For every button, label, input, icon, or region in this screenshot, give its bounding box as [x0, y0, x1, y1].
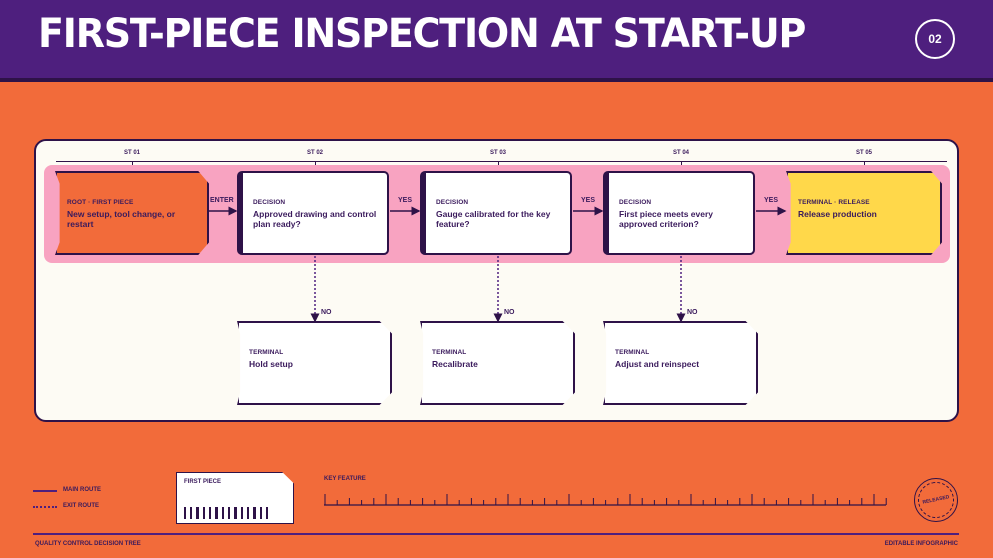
- exit-route-legend-label: EXIT ROUTE: [63, 503, 100, 509]
- node-text: Gauge calibrated for the key feature?: [436, 209, 551, 229]
- node-tag: TERMINAL: [615, 349, 650, 356]
- node-text: Release production: [798, 209, 877, 219]
- enter-label: ENTER: [210, 197, 234, 204]
- released-stamp: RELEASED: [914, 478, 958, 522]
- node-tag: DECISION: [619, 199, 652, 206]
- footer-divider: [33, 533, 959, 535]
- stage-tick: [681, 161, 682, 167]
- yes-label-3: YES: [764, 197, 779, 204]
- barcode: [184, 507, 284, 519]
- stage-label-4: ST 04: [672, 150, 690, 156]
- no-label-3: NO: [687, 309, 698, 316]
- stage-label-2: ST 02: [306, 150, 324, 156]
- node-tag: TERMINAL: [249, 349, 284, 356]
- stage-label-1: ST 01: [123, 150, 141, 156]
- stage-tick: [498, 161, 499, 167]
- header-divider: [0, 78, 993, 82]
- node-text: Recalibrate: [432, 359, 478, 369]
- node-tag: DECISION: [436, 199, 469, 206]
- stage-tick: [864, 161, 865, 167]
- main-route-legend-line: [33, 490, 57, 492]
- stage-timeline: [56, 161, 947, 162]
- yes-label-2: YES: [581, 197, 596, 204]
- node-tag: DECISION: [253, 199, 286, 206]
- stage-tick: [132, 161, 133, 167]
- no-label-2: NO: [504, 309, 515, 316]
- footer-left-text: QUALITY CONTROL DECISION TREE: [35, 541, 141, 547]
- flow-connectors: [209, 206, 787, 323]
- node-tag: TERMINAL: [432, 349, 467, 356]
- decision-node-drawing: DECISION Approved drawing and control pl…: [237, 171, 389, 255]
- header-bar: [0, 0, 993, 78]
- main-route-legend-label: MAIN ROUTE: [63, 487, 101, 493]
- no-label-1: NO: [321, 309, 332, 316]
- node-text: Hold setup: [249, 359, 293, 369]
- terminal-node-adjust: TERMINAL Adjust and reinspect: [603, 321, 758, 405]
- key-feature-ruler: [324, 494, 887, 506]
- key-feature-label: KEY FEATURE: [324, 476, 366, 482]
- page-number-badge: 02: [915, 19, 955, 59]
- released-stamp-label: RELEASED: [914, 478, 958, 522]
- stage-label-3: ST 03: [489, 150, 507, 156]
- flowchart-panel: ST 01 ST 02 ST 03 ST 04 ST 05 ENTER YES …: [34, 139, 959, 422]
- page-title: FIRST-PIECE INSPECTION AT START-UP: [38, 10, 806, 57]
- root-node: ROOT · FIRST PIECE New setup, tool chang…: [55, 171, 209, 255]
- node-text: Approved drawing and control plan ready?: [253, 209, 377, 229]
- node-tag: TERMINAL · RELEASE: [798, 199, 870, 206]
- decision-node-criterion: DECISION First piece meets every approve…: [603, 171, 755, 255]
- node-text: New setup, tool change, or restart: [67, 209, 176, 229]
- node-text: First piece meets every approved criteri…: [619, 209, 714, 229]
- first-piece-ticket: FIRST PIECE: [176, 472, 294, 524]
- terminal-node-hold: TERMINAL Hold setup: [237, 321, 392, 405]
- release-node: TERMINAL · RELEASE Release production: [786, 171, 942, 255]
- node-tag: ROOT · FIRST PIECE: [67, 199, 134, 206]
- yes-label-1: YES: [398, 197, 413, 204]
- node-text: Adjust and reinspect: [615, 359, 700, 369]
- footer-right-text: EDITABLE INFOGRAPHIC: [884, 541, 958, 547]
- exit-route-legend-line: [33, 506, 57, 508]
- ticket-label: FIRST PIECE: [184, 479, 222, 485]
- stage-tick: [315, 161, 316, 167]
- stage-label-5: ST 05: [855, 150, 873, 156]
- terminal-node-recalibrate: TERMINAL Recalibrate: [420, 321, 575, 405]
- decision-node-gauge: DECISION Gauge calibrated for the key fe…: [420, 171, 572, 255]
